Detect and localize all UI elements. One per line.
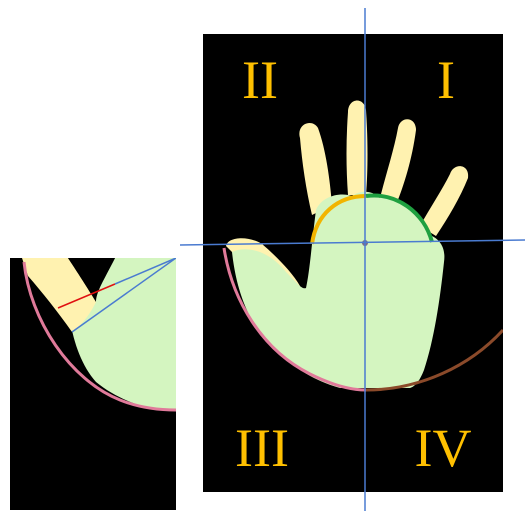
inset-panel — [10, 258, 176, 510]
quadrant-label-ii: II — [242, 50, 278, 110]
quadrant-label-iii: III — [235, 418, 289, 478]
main-panel: I II III IV — [203, 34, 503, 492]
quadrant-label-i: I — [437, 50, 455, 110]
quadrant-label-iv: IV — [415, 418, 472, 478]
